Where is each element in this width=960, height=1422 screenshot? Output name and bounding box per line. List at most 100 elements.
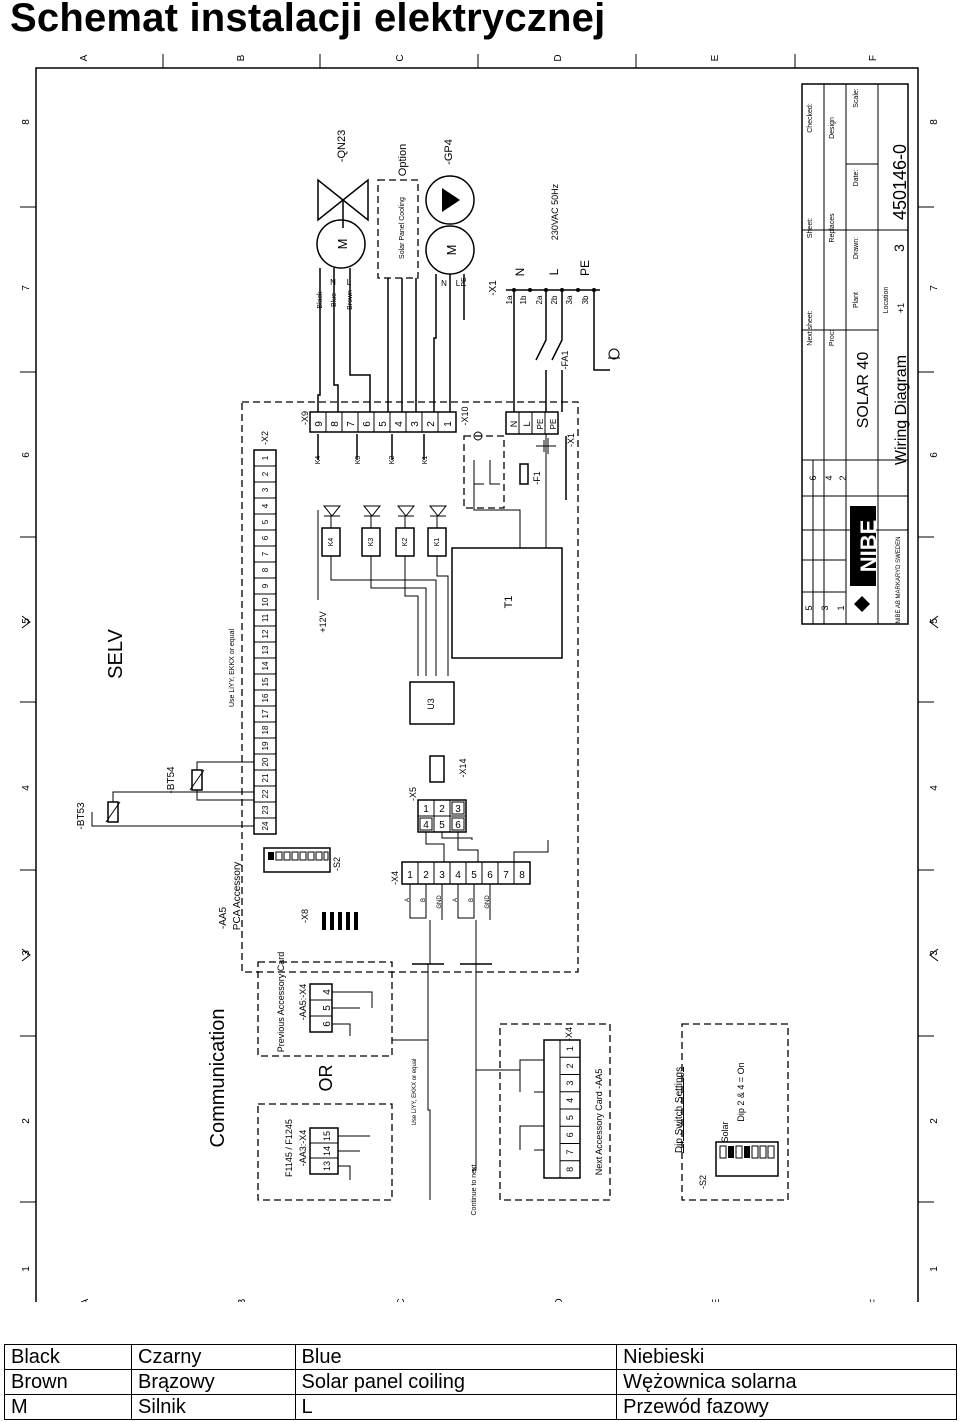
legend-cell: Niebieski [616,1344,957,1370]
zone-letter-bottom: A [80,1298,91,1302]
x1-terminal-label: 1b [519,295,528,304]
gp4-label: -GP4 [443,139,455,165]
x2-terminal-label: 5 [261,519,270,524]
zone-letter-top: F [868,55,879,61]
title-field: Sheet: [807,218,814,238]
x8-connector [322,912,358,930]
supply-n: N [513,268,527,277]
x9-wires [317,268,465,412]
dip-switch-settings: Dip Switch Settings -S2 Solar Dip 2 & 4 … [674,1023,789,1201]
x5-terminal-label: 6 [455,820,461,831]
zone-number-right: 5 [929,618,940,624]
supply-l: L [547,268,561,275]
x2-terminal-label: 9 [261,583,270,588]
legend-cell: L [294,1394,618,1420]
relay-label: K1 [422,456,429,465]
x2-terminal-label: 21 [261,773,270,782]
x9-terminal-label: 1 [443,421,454,427]
x1-terminal-label: 2a [535,295,544,304]
zone-number-left: 1 [21,1266,32,1272]
selv-label: SELV [105,629,127,679]
prev-terminal: 4 [322,989,333,995]
zone-number-left: 8 [21,119,32,125]
x9-terminal-label: 5 [378,421,389,427]
bottom-zone-letters: A B C D E F [80,1298,880,1302]
legend-cell: Black [3,1344,133,1370]
product-name: SOLAR 40 [855,352,872,429]
zone-letter-bottom: E [711,1298,722,1302]
x9-label: -X9 [300,411,310,425]
top-zone-letters: A B C D E F [79,54,879,61]
zone-number-right: 4 [929,785,940,791]
f1145-box: F1145 / F1245 -AA3:-X4 13 14 15 [257,1103,393,1201]
x1-terminal-label: 3a [565,295,574,304]
x9-terminal-label: 8 [330,421,341,427]
company-address: NIBE AB MARKARYD SWEDEN [896,537,902,624]
dip-setting: Dip 2 & 4 = On [736,1062,746,1121]
dip-title: Dip Switch Settings [674,1067,685,1153]
ab-label: GND [485,895,491,909]
title-field: Proc: [829,330,836,346]
title-field: Design [829,117,836,139]
fa1-breaker: -FA1 [513,290,620,400]
zone-number-right: 1 [929,1266,940,1272]
x5-terminal: -X5 1 2 3 4 5 6 [408,787,479,862]
title-field: Date: [853,170,860,187]
t1-label: T1 [503,596,515,609]
ab-label: GND [437,895,443,909]
motor-label: M [444,245,459,256]
left-row: 3 [820,605,830,610]
x4-terminal-label: 5 [471,870,477,881]
x2-terminal-label: 2 [261,471,270,476]
x4-terminal-label: 8 [519,870,525,881]
x9-terminal-label: 9 [314,421,325,427]
left-row: 1 [836,605,846,610]
qn23-valve: M -QN23 [316,130,369,269]
relay-label: K1 [434,538,441,547]
color-legend-table: Black Czarny Blue Niebieski Brown Brązow… [3,1344,957,1420]
zone-ticks [20,54,934,1203]
zone-number-left: 7 [21,285,32,291]
company-logo: NIBE [850,506,881,612]
legend-cell: Brązowy [131,1369,296,1395]
zone-number-left: 2 [21,1118,32,1124]
legend-cell: Silnik [131,1394,296,1420]
zone-letter-top: E [710,54,721,61]
location-value: +1 [896,303,906,313]
plus12v-label: +12V [318,611,328,632]
title-field: Plant [853,292,860,308]
n-label: N [330,278,336,287]
relay-label: K2 [389,456,396,465]
x2-terminal-label: 23 [261,805,270,814]
relay-label: K4 [315,456,322,465]
relay-label: K3 [368,538,375,547]
x14-connector [429,755,445,783]
x9-terminal-label: 7 [346,421,357,427]
relay-label: K4 [328,538,335,547]
bt53-label: -BT53 [76,802,87,830]
next-card-label: Next Accessory Card -AA5 [594,1069,604,1176]
x2-terminal-label: 10 [261,597,270,606]
x9-terminal-label: 3 [410,421,421,427]
x4-terminal-label: 6 [487,870,493,881]
next-terminal-label: 3 [565,1081,575,1086]
x9-terminal-label: 4 [394,421,405,427]
x2-terminal-label: 3 [261,487,270,492]
title-field: Scale: [853,88,860,108]
sheet-number: 3 [891,244,907,252]
x2-terminal-label: 12 [261,629,270,638]
revision-row: 6 [808,475,818,480]
legend-row: M Silnik L Przewód fazowy [3,1394,957,1420]
x2-label: -X2 [260,431,270,445]
x4-terminal-label: 2 [423,870,429,881]
zone-letter-top: A [79,54,90,61]
doc-type: Wiring Diagram [893,355,910,465]
x4-terminal-label: 3 [439,870,445,881]
qn23-label: -QN23 [336,130,348,162]
ab-label: A [453,898,459,902]
x1-terminal-label: 2b [550,295,559,304]
x5-terminal-label: 4 [423,820,429,831]
bt54-label: -BT54 [166,766,177,794]
zone-letter-top: D [553,54,564,61]
right-zone-numbers: 8 7 6 5 4 3 2 1 [929,119,940,1272]
